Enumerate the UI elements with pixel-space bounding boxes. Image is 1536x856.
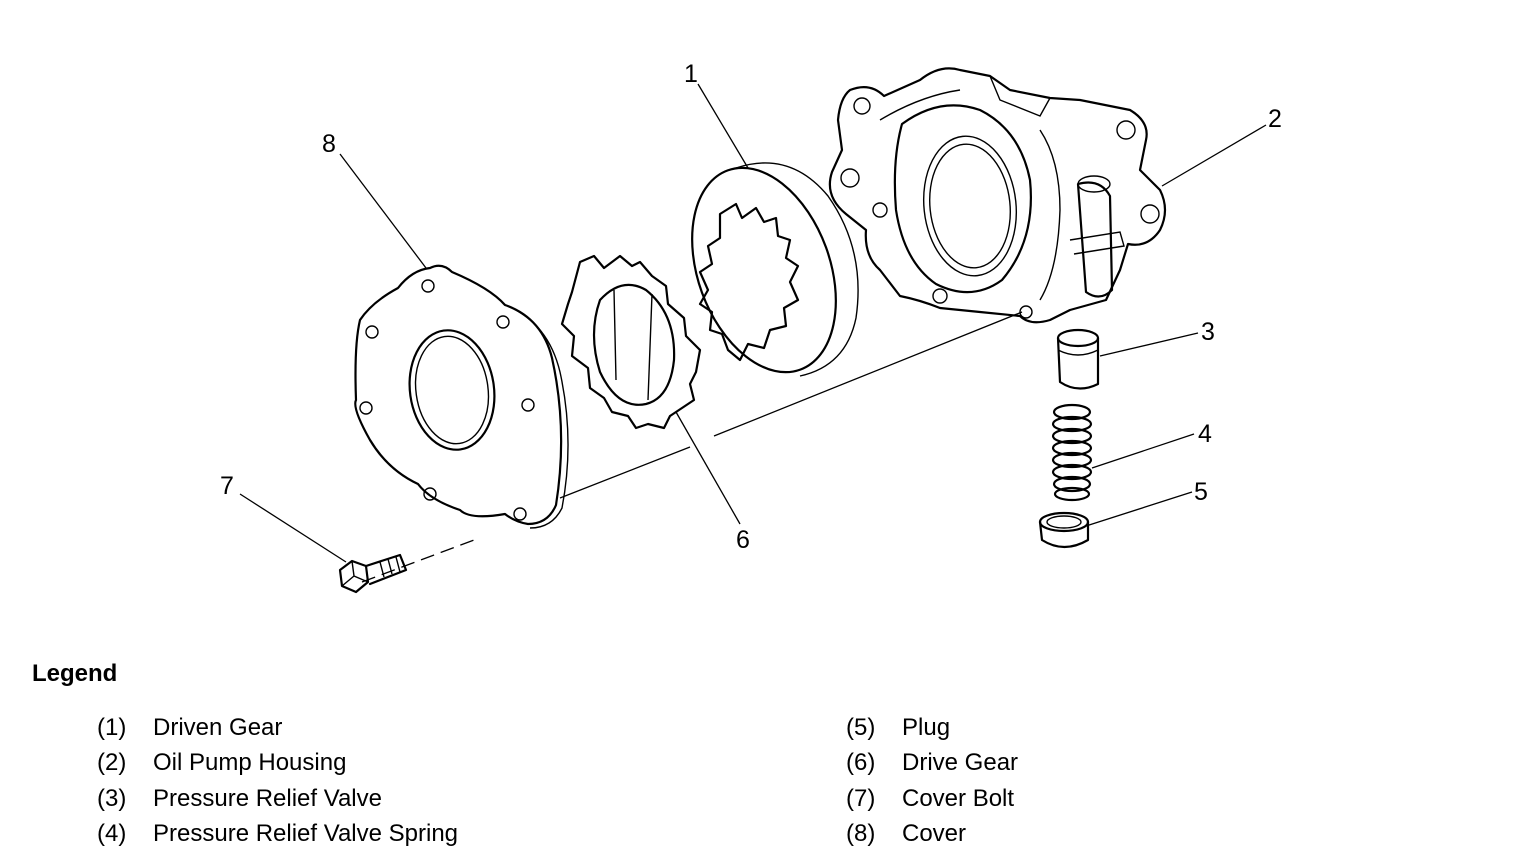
legend-item-label: Oil Pump Housing — [153, 749, 347, 777]
callout-3: 3 — [1201, 318, 1215, 346]
legend-item: (3) Pressure Relief Valve — [97, 781, 458, 817]
callout-6: 6 — [736, 526, 750, 554]
legend-item: (6) Drive Gear — [846, 746, 1018, 782]
callout-1: 1 — [684, 60, 698, 88]
legend-item-label: Cover Bolt — [902, 784, 1015, 812]
legend-item: (1) Driven Gear — [97, 710, 458, 746]
legend-item: (7) Cover Bolt — [846, 781, 1018, 817]
legend-item-label: Drive Gear — [902, 749, 1019, 777]
callout-7: 7 — [220, 472, 234, 500]
legend-item-number: (2) — [97, 749, 127, 777]
callout-2: 2 — [1268, 105, 1282, 133]
legend-item-number: (7) — [846, 784, 876, 812]
legend-item-label: Driven Gear — [153, 713, 283, 741]
legend-item-label: Cover — [902, 820, 967, 848]
leader-lines — [239, 83, 1267, 563]
legend-item-label: Pressure Relief Valve Spring — [153, 820, 459, 848]
legend-item-number: (8) — [846, 820, 876, 848]
legend-item: (8) Cover — [846, 817, 1018, 853]
legend-item-number: (5) — [846, 713, 876, 741]
legend-item-number: (6) — [846, 749, 876, 777]
legend-item-label: Pressure Relief Valve — [153, 784, 382, 812]
legend-item-number: (4) — [97, 820, 127, 848]
oil-pump-housing-part — [828, 67, 1167, 324]
legend-item: (2) Oil Pump Housing — [97, 746, 458, 782]
exploded-view-diagram: 1 2 3 4 5 6 7 8 — [220, 60, 1282, 594]
legend-title: Legend — [32, 660, 118, 687]
callout-5: 5 — [1194, 478, 1208, 506]
callout-4: 4 — [1198, 420, 1212, 448]
driven-gear-part — [691, 162, 859, 377]
legend-item-number: (3) — [97, 784, 127, 812]
assembly-axis — [361, 311, 1023, 583]
legend-item: (4) Pressure Relief Valve Spring — [97, 817, 458, 853]
drive-gear-part — [560, 254, 702, 430]
callout-8: 8 — [322, 130, 336, 158]
callouts: 1 2 3 4 5 6 7 8 — [220, 60, 1282, 554]
legend-column-right: (5) Plug (6) Drive Gear (7) Cover Bolt (… — [846, 710, 1018, 852]
legend-item: (5) Plug — [846, 710, 1018, 746]
legend-item-number: (1) — [97, 713, 127, 741]
pressure-relief-valve-part — [1056, 328, 1100, 390]
cover-bolt-part — [338, 553, 408, 594]
legend-column-left: (1) Driven Gear (2) Oil Pump Housing (3)… — [97, 710, 458, 852]
legend-item-label: Plug — [902, 713, 951, 741]
cover-part — [354, 264, 569, 529]
relief-valve-spring-part — [1051, 403, 1093, 502]
plug-part — [1038, 511, 1090, 549]
